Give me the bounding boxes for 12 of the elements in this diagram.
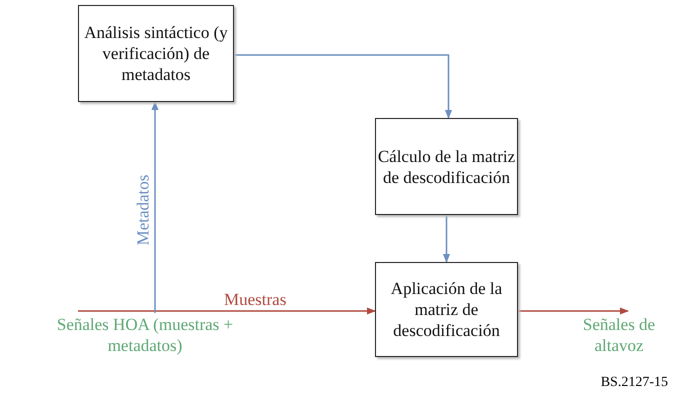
arrow xyxy=(442,215,450,263)
process-box: Aplicación de la matriz de descodificación xyxy=(375,262,518,357)
edge-label: Muestras xyxy=(223,290,288,310)
arrow xyxy=(78,307,376,315)
signal-label: Señales HOA (muestras + metadatos) xyxy=(40,314,250,364)
arrow xyxy=(234,54,452,119)
figure-id: BS.2127-15 xyxy=(600,375,668,391)
signal-label: Señales de altavoz xyxy=(560,314,678,364)
process-box: Cálculo de la matriz de descodificación xyxy=(375,118,518,215)
arrow xyxy=(518,307,629,315)
process-box: Análisis sintáctico (y verificación) de metadatos xyxy=(78,5,234,102)
arrow xyxy=(151,101,159,313)
